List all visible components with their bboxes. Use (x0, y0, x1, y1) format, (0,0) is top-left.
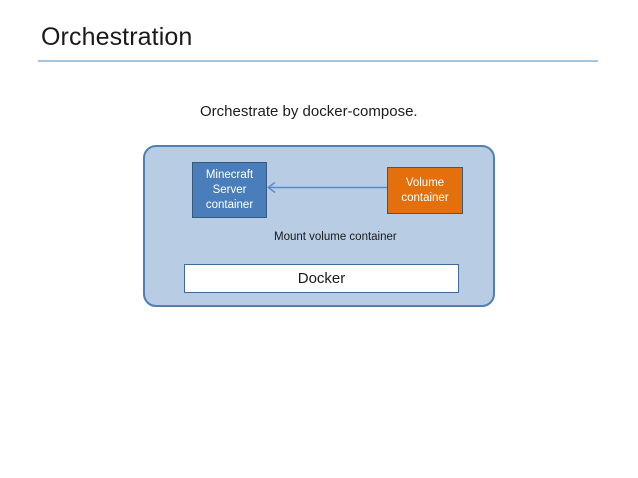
mount-arrow-icon (267, 181, 389, 194)
subtitle-caption: Orchestrate by docker-compose. (200, 103, 418, 120)
volume-container-label: Volume container (401, 176, 449, 204)
title-divider (38, 60, 598, 62)
docker-engine-label: Docker (297, 270, 346, 287)
mount-volume-caption: Mount volume container (274, 231, 397, 243)
docker-engine-box: Docker (184, 264, 459, 293)
minecraft-server-container-box: Minecraft Server container (192, 162, 267, 218)
page-title: Orchestration (41, 23, 193, 51)
volume-container-box: Volume container (387, 167, 463, 214)
minecraft-server-container-label: Minecraft Server container (205, 168, 254, 211)
mount-arrow (265, 178, 389, 198)
